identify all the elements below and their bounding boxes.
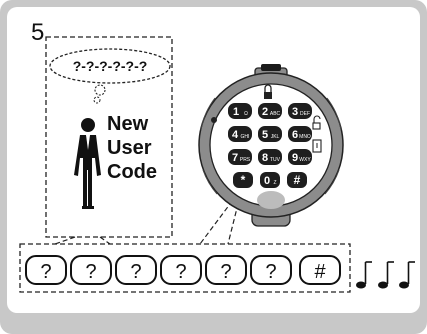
svg-text:1: 1 bbox=[233, 106, 239, 118]
caption-line-1: New bbox=[107, 113, 149, 135]
key-9[interactable]: 9 WXY bbox=[288, 149, 312, 165]
svg-text:4: 4 bbox=[232, 129, 239, 141]
key-hash[interactable]: # bbox=[287, 172, 307, 188]
svg-text:?: ? bbox=[220, 261, 231, 283]
svg-text:PRS: PRS bbox=[240, 157, 251, 163]
key-7[interactable]: 7 PRS bbox=[228, 149, 252, 165]
svg-text:ABC: ABC bbox=[270, 111, 281, 117]
caption-line-2: User bbox=[107, 137, 152, 159]
electronic-lock bbox=[198, 64, 344, 227]
svg-text:Z: Z bbox=[273, 180, 276, 186]
sequence-key: ? bbox=[25, 255, 67, 285]
key-6[interactable]: 6 MNO bbox=[288, 126, 312, 142]
key-sequence-box bbox=[19, 243, 351, 293]
sequence-key-hash: # bbox=[299, 255, 341, 285]
svg-text:?: ? bbox=[175, 261, 186, 283]
sequence-key: ? bbox=[160, 255, 202, 285]
svg-text:6: 6 bbox=[292, 129, 298, 141]
person-icon bbox=[74, 118, 101, 209]
key-2[interactable]: 2 ABC bbox=[258, 103, 282, 119]
lock-keypad: 1 Ω 2 ABC 3 DEF 4 GHI 5 JKL 6 MNO bbox=[228, 103, 312, 188]
sequence-key: ? bbox=[205, 255, 247, 285]
svg-text:*: * bbox=[241, 173, 246, 187]
person-callout-box bbox=[45, 36, 173, 238]
key-1[interactable]: 1 Ω bbox=[228, 103, 252, 119]
svg-text:Ω: Ω bbox=[244, 111, 248, 117]
step-number: 5 bbox=[31, 19, 45, 46]
svg-text:5: 5 bbox=[262, 129, 268, 141]
svg-text:8: 8 bbox=[262, 152, 268, 164]
svg-text:GHI: GHI bbox=[241, 134, 250, 140]
sequence-key: ? bbox=[115, 255, 157, 285]
lock-icon bbox=[264, 84, 272, 99]
svg-text:2: 2 bbox=[262, 106, 268, 118]
key-0[interactable]: 0 Z bbox=[260, 172, 280, 188]
svg-text:TUV: TUV bbox=[270, 157, 281, 163]
svg-text:#: # bbox=[314, 261, 326, 283]
svg-text:DEF: DEF bbox=[300, 111, 310, 117]
key-star[interactable]: * bbox=[233, 172, 253, 188]
beep-notes-icon bbox=[356, 261, 415, 289]
svg-text:?: ? bbox=[40, 261, 51, 283]
svg-text:?: ? bbox=[265, 261, 276, 283]
svg-text:?: ? bbox=[85, 261, 96, 283]
sequence-key: ? bbox=[70, 255, 112, 285]
key-sequence: ? ? ? ? ? ? # bbox=[25, 255, 341, 285]
svg-text:9: 9 bbox=[292, 152, 298, 164]
thought-bubble-text: ?-?-?-?-?-? bbox=[73, 58, 148, 74]
svg-text:7: 7 bbox=[232, 152, 238, 164]
unlock-icon bbox=[312, 115, 321, 130]
svg-text:MNO: MNO bbox=[299, 134, 311, 140]
caption-line-3: Code bbox=[107, 161, 157, 183]
svg-text:WXY: WXY bbox=[299, 157, 311, 163]
key-5[interactable]: 5 JKL bbox=[258, 126, 282, 142]
svg-text:JKL: JKL bbox=[271, 134, 280, 140]
svg-text:3: 3 bbox=[292, 106, 298, 118]
thought-bubble: ?-?-?-?-?-? bbox=[49, 48, 171, 104]
key-3[interactable]: 3 DEF bbox=[288, 103, 312, 119]
svg-text:#: # bbox=[294, 173, 301, 187]
svg-text:0: 0 bbox=[264, 175, 270, 187]
battery-warning-icon bbox=[312, 139, 322, 153]
key-8[interactable]: 8 TUV bbox=[258, 149, 282, 165]
sequence-key: ? bbox=[250, 255, 292, 285]
svg-text:?: ? bbox=[130, 261, 141, 283]
key-4[interactable]: 4 GHI bbox=[228, 126, 252, 142]
